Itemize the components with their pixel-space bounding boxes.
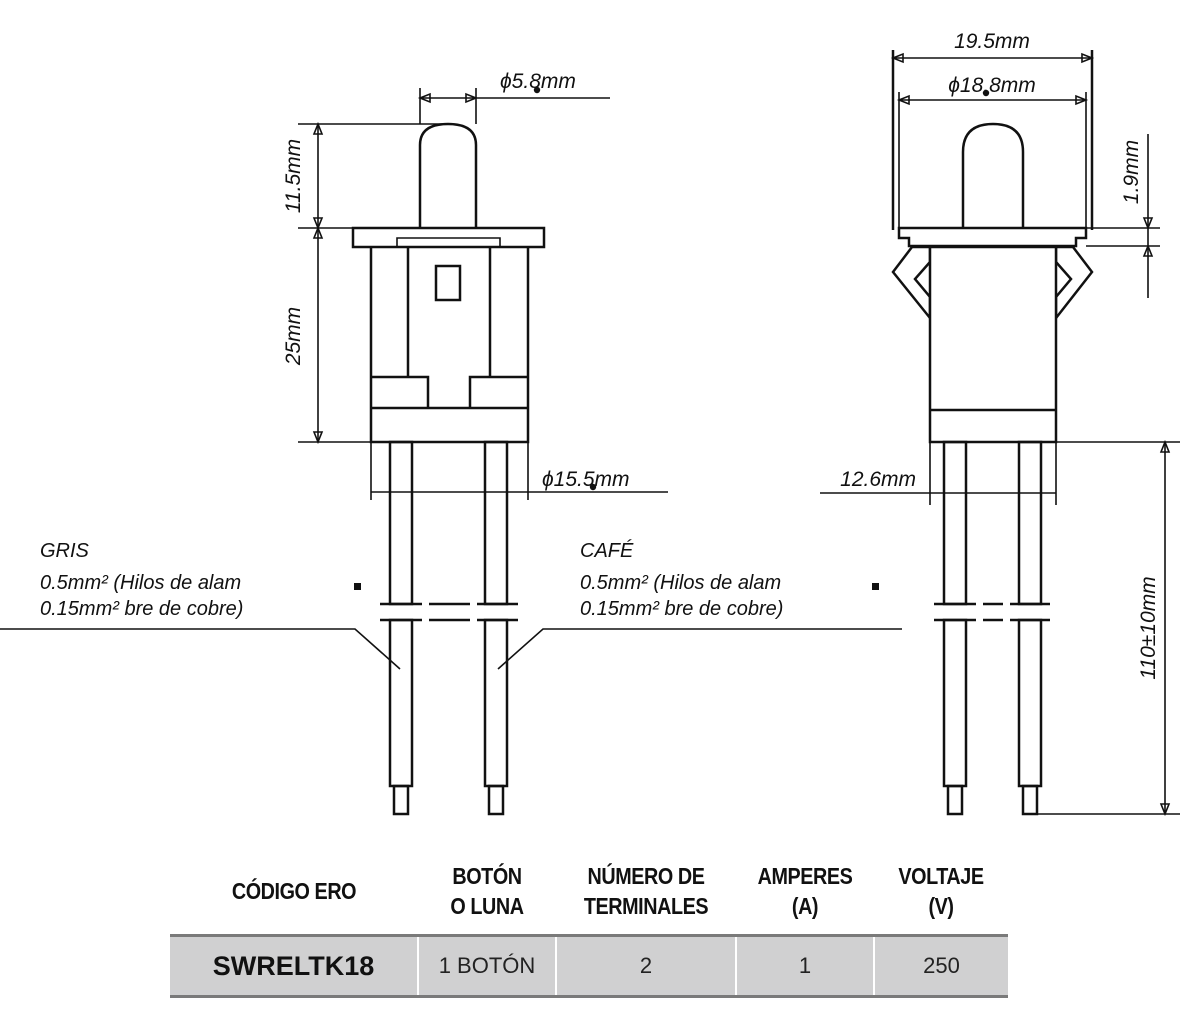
switch-body-front — [928, 245, 1058, 444]
technical-drawing: ϕ5.8mm 11.5mm 25mm ϕ15.5mm 19.5mm ϕ18.8m… — [0, 30, 1180, 817]
dim-button-diameter: ϕ5.8mm — [500, 70, 576, 93]
dim-flange-width: 19.5mm — [954, 30, 1030, 53]
cell-amperes: 1 — [735, 934, 874, 998]
terminal-left — [388, 440, 414, 606]
table-row: SWRELTK18 1 BOTÓN 2 1 250 — [170, 934, 1008, 998]
side-view — [0, 86, 902, 816]
front-view — [820, 50, 1180, 817]
dim-body-width: 12.6mm — [840, 468, 916, 491]
terminal-right — [483, 440, 509, 606]
wire-left-color: GRIS — [40, 540, 90, 562]
dim-body-diameter: ϕ15.5mm — [542, 468, 630, 491]
header-voltage: VOLTAJE(V) — [898, 863, 984, 919]
cell-voltage: 250 — [873, 934, 1008, 998]
button-dome-front — [961, 122, 1025, 228]
cell-code: SWRELTK18 — [170, 934, 418, 998]
dim-body-height: 25mm — [282, 307, 305, 366]
wire-right-spec-2: 0.15mm² bre de cobre) — [580, 598, 783, 620]
dim-wire-length: 110±10mm — [1137, 576, 1160, 679]
header-amperes: AMPERES(A) — [757, 863, 853, 919]
dim-button-height: 11.5mm — [282, 139, 305, 213]
wire-left-spec-1: 0.5mm² (Hilos de alam — [40, 572, 241, 594]
cell-button: 1 BOTÓN — [417, 934, 556, 998]
header-code: CÓDIGO ERO — [231, 878, 357, 904]
switch-body — [369, 247, 530, 444]
wire-right-spec-1: 0.5mm² (Hilos de alam — [580, 572, 781, 594]
cell-terminals: 2 — [555, 934, 736, 998]
wire-right-color: CAFÉ — [580, 539, 634, 562]
button-dome — [418, 122, 478, 228]
wire-left-spec-2: 0.15mm² bre de cobre) — [40, 598, 243, 620]
dim-flange-inner-diameter: ϕ18.8mm — [948, 74, 1036, 97]
dim-flange-thickness: 1.9mm — [1120, 140, 1143, 204]
window — [434, 264, 462, 302]
